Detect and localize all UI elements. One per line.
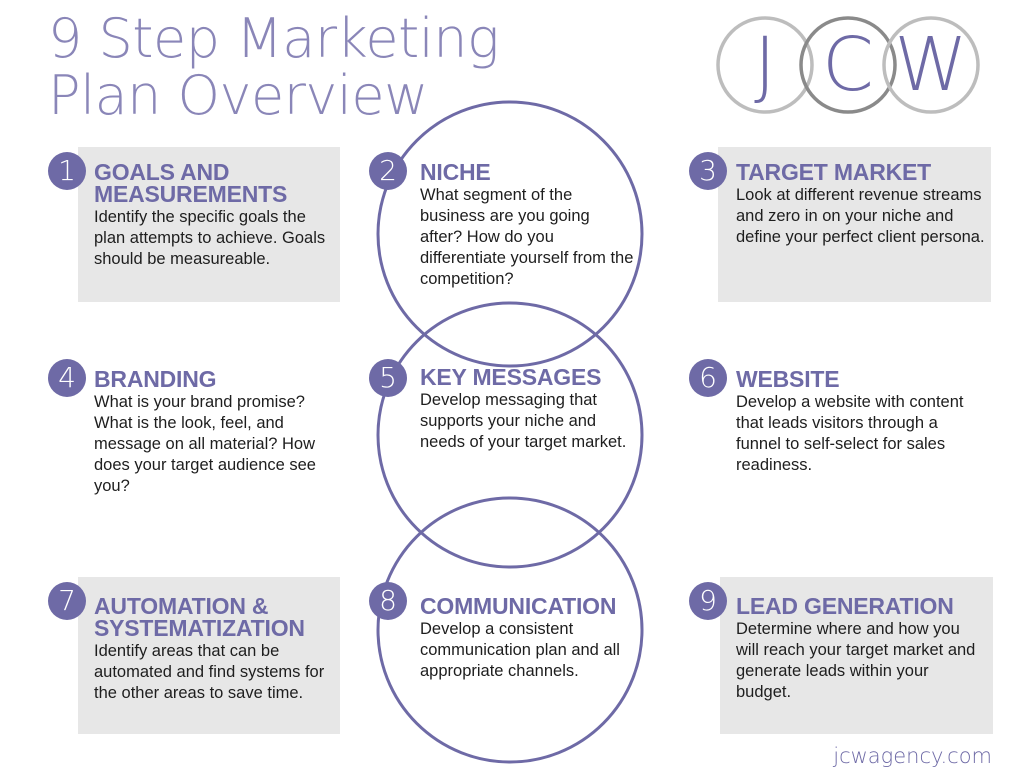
- step-1: GOALS AND MEASUREMENTS Identify the spec…: [94, 161, 334, 270]
- step-title: GOALS AND MEASUREMENTS: [94, 159, 288, 207]
- step-number-badge: 2: [369, 152, 407, 190]
- step-4: BRANDING What is your brand promise? Wha…: [94, 368, 319, 497]
- step-description: What segment of the business are you goi…: [420, 186, 634, 288]
- logo-letter-w: W: [894, 22, 968, 108]
- step-description: Determine where and how you will reach y…: [736, 620, 976, 701]
- logo-letter-j: J: [754, 22, 776, 108]
- page-title-line-1: 9 Step Marketing: [48, 7, 499, 70]
- step-3: TARGET MARKET Look at different revenue …: [736, 161, 986, 248]
- step-title: NICHE: [420, 159, 491, 185]
- step-description: Identify the specific goals the plan att…: [94, 208, 326, 268]
- step-number-badge: 3: [689, 152, 727, 190]
- step-number-badge: 5: [369, 359, 407, 397]
- step-description: Develop a website with content that lead…: [736, 393, 964, 474]
- ring-bottom: [376, 496, 644, 764]
- ring-middle: [376, 301, 644, 569]
- step-description: Look at different revenue streams and ze…: [736, 186, 985, 246]
- step-9: LEAD GENERATION Determine where and how …: [736, 595, 984, 703]
- logo-rings: [716, 16, 980, 114]
- step-title: BRANDING: [94, 366, 217, 392]
- step-title: WEBSITE: [736, 366, 840, 392]
- step-title: AUTOMATION & SYSTEMATIZATION: [94, 593, 305, 641]
- step-7: AUTOMATION & SYSTEMATIZATION Identify ar…: [94, 595, 339, 704]
- step-title: COMMUNICATION: [420, 593, 617, 619]
- step-number-badge: 6: [689, 359, 727, 397]
- step-number-badge: 4: [48, 359, 86, 397]
- step-title: LEAD GENERATION: [736, 593, 954, 619]
- logo-letter-c: C: [822, 22, 874, 108]
- ring-top: [376, 100, 644, 368]
- step-description: Develop messaging that supports your nic…: [420, 391, 627, 451]
- page-title-line-2: Plan Overview: [48, 64, 428, 127]
- card-step-7: [78, 577, 340, 734]
- step-description: Identify areas that can be automated and…: [94, 642, 325, 702]
- step-number-badge: 9: [689, 582, 727, 620]
- footer-url: jcwagency.com: [833, 744, 992, 768]
- logo-ring-j: [716, 16, 814, 114]
- step-number-badge: 8: [369, 582, 407, 620]
- step-description: Develop a consistent communication plan …: [420, 620, 620, 680]
- step-8: COMMUNICATION Develop a consistent commu…: [420, 595, 650, 682]
- logo-ring-c: [799, 16, 897, 114]
- jcw-logo: J C W: [713, 10, 983, 120]
- page-title: 9 Step Marketing Plan Overview: [48, 10, 499, 124]
- step-description: What is your brand promise? What is the …: [94, 393, 316, 495]
- card-step-9: [720, 577, 993, 734]
- step-number-badge: 7: [48, 582, 86, 620]
- step-2: NICHE What segment of the business are y…: [420, 161, 635, 290]
- step-number-badge: 1: [48, 152, 86, 190]
- step-title: TARGET MARKET: [736, 159, 932, 185]
- step-title: KEY MESSAGES: [420, 364, 602, 390]
- card-step-3: [718, 147, 991, 302]
- card-step-1: [78, 147, 340, 302]
- logo-ring-w: [882, 16, 980, 114]
- step-5: KEY MESSAGES Develop messaging that supp…: [420, 366, 642, 453]
- step-6: WEBSITE Develop a website with content t…: [736, 368, 981, 476]
